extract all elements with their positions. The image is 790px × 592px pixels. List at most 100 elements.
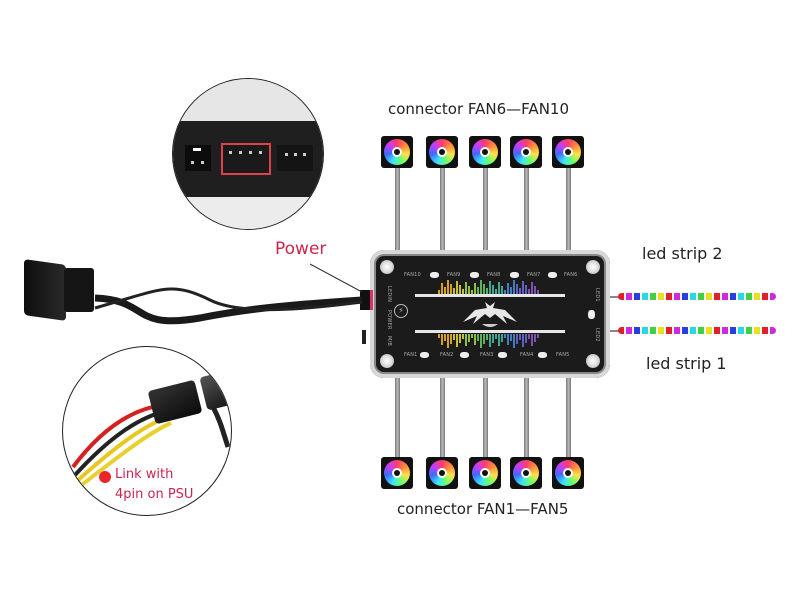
equalizer-bar	[489, 334, 491, 347]
4pin-power-port	[221, 143, 271, 175]
diamond-marker	[588, 310, 595, 319]
molex-connector-back	[64, 268, 94, 312]
fan-hub-controller: FAN10 FAN9 FAN8 FAN7 FAN6 LEDIN POWER M/…	[370, 250, 610, 378]
equalizer-bar	[486, 288, 488, 294]
equalizer-bar	[453, 288, 455, 294]
equalizer-bar	[444, 287, 446, 294]
rgb-fan-fan1	[381, 457, 413, 489]
led-strip-1-label: led strip 1	[646, 354, 727, 373]
equalizer-bar	[510, 287, 512, 294]
psu-link-line2: 4pin on PSU	[115, 487, 194, 502]
diamond-marker	[460, 352, 469, 358]
equalizer-graphic-bottom	[438, 334, 539, 348]
hub-port-label: FAN3	[480, 352, 494, 358]
port-detail-circle	[172, 78, 324, 230]
equalizer-bar	[531, 334, 533, 346]
psu-detail-circle: Link with 4pin on PSU	[62, 346, 232, 516]
rgb-fan-fan7	[426, 136, 458, 168]
diamond-marker	[420, 352, 429, 358]
corner-stud	[586, 260, 600, 274]
fan-cable	[440, 376, 445, 458]
led-strip-1	[618, 327, 776, 334]
equalizer-bar	[507, 283, 509, 294]
fan-cable	[524, 376, 529, 458]
fan-hub-icon	[563, 468, 573, 478]
equalizer-bar	[483, 284, 485, 294]
rgb-fan-fan9	[510, 136, 542, 168]
2pin-port	[185, 145, 211, 171]
equalizer-bar	[438, 290, 440, 294]
equalizer-bar	[441, 334, 443, 345]
fan-hub-icon	[437, 147, 447, 157]
equalizer-bar	[450, 284, 452, 294]
equalizer-bar	[495, 289, 497, 294]
fan-hub-icon	[521, 468, 531, 478]
rgb-fan-fan2	[426, 457, 458, 489]
fan-cable	[395, 166, 400, 252]
equalizer-bar	[438, 334, 440, 338]
equalizer-bar	[444, 334, 446, 341]
equalizer-bar	[534, 334, 536, 342]
equalizer-bar	[492, 285, 494, 294]
molex-connector	[24, 259, 66, 321]
equalizer-bar	[534, 286, 536, 294]
equalizer-bar	[519, 334, 521, 340]
equalizer-bar	[483, 334, 485, 344]
equalizer-bar	[504, 334, 506, 338]
equalizer-bar	[471, 290, 473, 294]
diamond-marker	[430, 272, 439, 278]
fan-cable	[395, 376, 400, 458]
top-connector-label: connector FAN6—FAN10	[388, 100, 570, 118]
rgb-fan-fan5	[552, 457, 584, 489]
equalizer-bar	[456, 334, 458, 347]
equalizer-bar	[528, 289, 530, 294]
equalizer-bar	[525, 334, 527, 343]
equalizer-bar	[522, 281, 524, 294]
equalizer-bar	[465, 334, 467, 346]
equalizer-bar	[507, 334, 509, 345]
fan-hub-icon	[521, 147, 531, 157]
equalizer-bar	[504, 290, 506, 294]
equalizer-bar	[537, 334, 539, 338]
hub-port-label: FAN9	[447, 272, 461, 278]
indicator-dot-icon	[99, 471, 111, 483]
fan-hub-icon	[480, 147, 490, 157]
equalizer-bar	[471, 334, 473, 338]
power-symbol-icon: ⚡	[394, 304, 408, 318]
equalizer-bar	[537, 290, 539, 294]
hub-port-label: FAN6	[564, 272, 578, 278]
diamond-marker	[510, 272, 519, 278]
fan-cable	[440, 166, 445, 252]
equalizer-bar	[477, 334, 479, 341]
led-strip-2-label: led strip 2	[642, 244, 723, 263]
equalizer-bar	[489, 281, 491, 294]
equalizer-bar	[468, 286, 470, 294]
led-strip-lead	[610, 296, 620, 298]
equalizer-bar	[450, 334, 452, 344]
hub-port-label: FAN1	[404, 352, 418, 358]
corner-stud	[380, 260, 394, 274]
decor-blade	[415, 330, 565, 333]
equalizer-bar	[447, 334, 449, 348]
fan-cable	[524, 166, 529, 252]
hub-port-label: FAN10	[404, 272, 421, 278]
hub-logo-icon	[463, 302, 517, 327]
equalizer-bar	[525, 285, 527, 294]
fan-hub-icon	[563, 147, 573, 157]
equalizer-bar	[480, 334, 482, 348]
equalizer-bar	[456, 281, 458, 294]
equalizer-bar	[516, 284, 518, 294]
hub-port-label: FAN5	[556, 352, 570, 358]
psu-link-line1: Link with	[115, 467, 174, 482]
equalizer-bar	[441, 283, 443, 294]
equalizer-bar	[492, 334, 494, 343]
equalizer-bar	[513, 334, 515, 348]
fan-cable	[483, 376, 488, 458]
equalizer-bar	[528, 334, 530, 339]
hub-port-label: FAN7	[527, 272, 541, 278]
equalizer-bar	[486, 334, 488, 340]
equalizer-bar	[498, 282, 500, 294]
power-cable-strand	[94, 287, 363, 312]
fan-hub-icon	[480, 468, 490, 478]
